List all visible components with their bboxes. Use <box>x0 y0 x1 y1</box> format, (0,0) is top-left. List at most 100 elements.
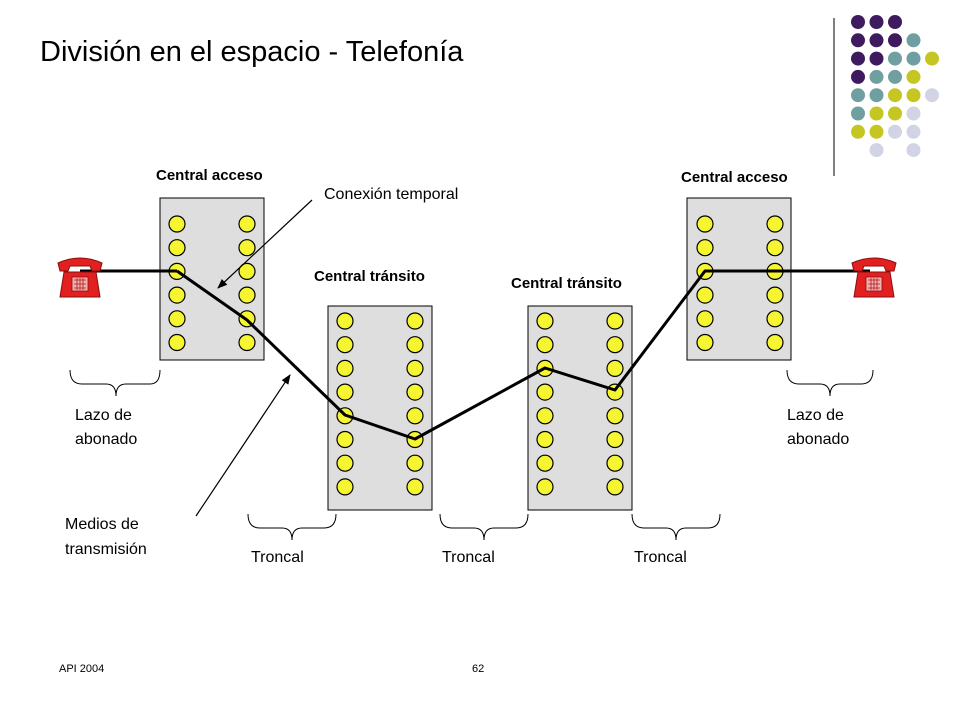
decor-dot-teal <box>888 51 902 66</box>
label-subscriber-loop-left-line1: Lazo de <box>75 407 132 424</box>
central-transito-left-port <box>406 312 424 330</box>
decor-dot-purple <box>851 33 865 48</box>
central-transito-right-port <box>606 478 624 496</box>
label-trunk-1: Troncal <box>251 549 304 566</box>
central-transito-right-port <box>606 430 624 449</box>
decor-dot-olive <box>906 88 921 103</box>
central-transito-left-port <box>406 336 424 354</box>
central-transito-left-port <box>336 430 354 449</box>
central-transito-right-port <box>536 383 554 401</box>
page-number: 62 <box>472 663 485 675</box>
central-acceso-left-port <box>238 333 256 352</box>
central-transito-left-port <box>406 359 424 377</box>
central-acceso-left-port <box>238 262 256 280</box>
label-central-acceso-right: Central acceso <box>681 169 788 186</box>
central-transito-right-port <box>606 383 624 401</box>
central-transito-right-port <box>606 359 624 377</box>
arrow-temporary-connection <box>217 199 313 289</box>
label-temporary-connection: Conexión temporal <box>324 186 458 203</box>
brace-trunk-1 <box>247 513 337 541</box>
label-subscriber-loop-left-line2: abonado <box>75 431 137 448</box>
telephone-left-icon <box>57 257 103 298</box>
decor-dot-purple <box>869 33 884 48</box>
central-acceso-right-port <box>696 333 714 352</box>
central-transito-right-port <box>606 312 624 330</box>
decor-dot-purple <box>888 33 902 48</box>
label-central-transito-left: Central tránsito <box>314 268 425 285</box>
central-transito-left-port <box>336 359 354 377</box>
decor-dot-teal <box>906 33 921 48</box>
label-transmission-media-line2: transmisión <box>65 541 147 558</box>
central-transito-right-port <box>536 312 554 330</box>
central-transito-right-port <box>536 407 554 425</box>
decorative-dot-grid <box>851 15 939 158</box>
decor-dot-teal <box>888 69 902 84</box>
central-acceso-left-port <box>168 215 186 233</box>
port-grid <box>168 215 784 496</box>
decor-dot-teal <box>869 88 884 103</box>
decor-dot-olive <box>869 106 884 121</box>
decor-dot-teal <box>851 88 865 103</box>
central-acceso-left-port <box>168 239 186 257</box>
decor-dot-lavender <box>906 124 921 139</box>
label-transmission-media-line1: Medios de <box>65 516 139 533</box>
decor-dot-olive <box>906 69 921 84</box>
decor-dot-teal <box>869 69 884 84</box>
decor-dot-purple <box>869 51 884 66</box>
central-transito-right-port <box>536 336 554 354</box>
label-central-transito-right: Central tránsito <box>511 275 622 292</box>
brace-subscriber-loop-right <box>786 369 874 397</box>
temporary-connection-path <box>176 269 775 441</box>
central-acceso-right-port <box>766 215 784 233</box>
central-acceso-right-port <box>766 286 784 304</box>
arrow-transmission-media <box>195 374 291 517</box>
central-acceso-right-port <box>766 310 784 328</box>
central-transito-left-port <box>336 383 354 401</box>
label-trunk-2: Troncal <box>442 549 495 566</box>
decor-dot-purple <box>869 15 884 29</box>
footer-left-text: API 2004 <box>59 663 105 675</box>
decor-dot-purple <box>888 15 902 29</box>
decor-dot-purple <box>851 15 865 29</box>
central-acceso-right-port <box>766 333 784 352</box>
central-acceso-left-port <box>238 215 256 233</box>
decor-dot-lavender <box>888 124 902 139</box>
central-transito-right-port <box>606 407 624 425</box>
telephone-right-icon <box>851 257 897 298</box>
brace-trunk-2 <box>439 513 529 541</box>
central-transito-left-port <box>336 454 354 472</box>
central-acceso-right-port <box>696 215 714 233</box>
slide-title: División en el espacio - Telefonía <box>40 36 464 68</box>
central-transito-left-port <box>336 478 354 496</box>
decor-dot-olive <box>888 106 902 121</box>
decor-dot-purple <box>851 69 865 84</box>
central-acceso-left-port <box>168 310 186 328</box>
decor-dot-lavender <box>906 106 921 121</box>
decor-dot-teal <box>851 106 865 121</box>
decor-dot-lavender <box>869 143 884 158</box>
central-transito-right-port <box>536 430 554 449</box>
central-transito-left-port <box>336 336 354 354</box>
central-acceso-right-port <box>766 239 784 257</box>
decor-dot-lavender <box>906 143 921 158</box>
decor-dot-purple <box>851 51 865 66</box>
central-acceso-right-port <box>696 286 714 304</box>
central-acceso-right-port <box>696 239 714 257</box>
label-central-acceso-left: Central acceso <box>156 167 263 184</box>
central-acceso-right-port <box>696 310 714 328</box>
decor-dot-olive <box>925 51 939 66</box>
central-transito-right-port <box>536 478 554 496</box>
decor-dot-lavender <box>925 88 939 103</box>
central-acceso-left-port <box>238 286 256 304</box>
central-transito-right-port <box>606 336 624 354</box>
label-subscriber-loop-right-line2: abonado <box>787 431 849 448</box>
label-subscriber-loop-right-line1: Lazo de <box>787 407 844 424</box>
decor-dot-olive <box>869 124 884 139</box>
decor-dot-olive <box>851 124 865 139</box>
central-acceso-left-port <box>168 286 186 304</box>
central-transito-left-port <box>406 454 424 472</box>
central-acceso-left-port <box>168 333 186 352</box>
central-transito-right-port <box>606 454 624 472</box>
